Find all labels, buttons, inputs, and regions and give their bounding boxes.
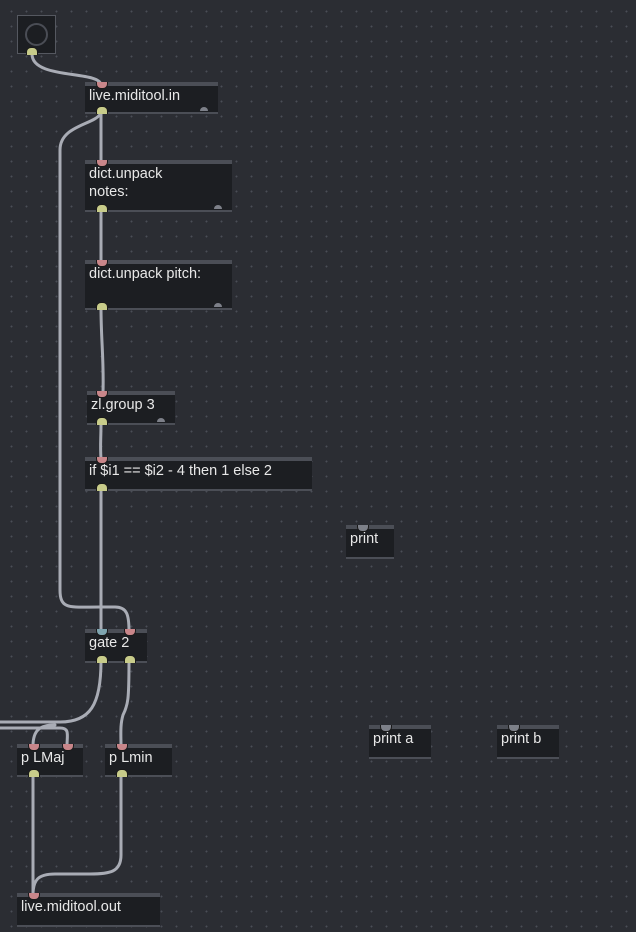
cord-plmaj-inlet-link <box>31 723 57 748</box>
outlet[interactable] <box>96 483 108 491</box>
object-gate[interactable]: gate 2 <box>85 629 147 663</box>
object-label: p Lmin <box>109 750 153 766</box>
object-live-miditool-in[interactable]: live.miditool.in <box>85 82 218 114</box>
object-label: p LMaj <box>21 750 65 766</box>
object-p-lmaj[interactable]: p LMaj <box>17 744 83 777</box>
object-label: gate 2 <box>89 635 130 651</box>
inlet[interactable] <box>508 725 520 732</box>
object-label: print b <box>501 731 542 747</box>
outlet[interactable] <box>28 769 40 777</box>
inlet[interactable] <box>124 629 136 636</box>
object-dict-unpack-notes[interactable]: dict.unpack notes: <box>85 160 232 212</box>
outlet[interactable] <box>96 204 108 212</box>
outlet[interactable] <box>200 107 208 111</box>
object-dict-unpack-pitch[interactable]: dict.unpack pitch: <box>85 260 232 310</box>
outlet[interactable] <box>26 47 38 55</box>
object-print-a[interactable]: print a <box>369 725 431 759</box>
inlet[interactable] <box>380 725 392 732</box>
object-print[interactable]: print <box>346 525 394 559</box>
object-print-b[interactable]: print b <box>497 725 559 759</box>
object-label: if $i1 == $i2 - 4 then 1 else 2 <box>89 463 272 479</box>
inlet[interactable] <box>96 629 108 636</box>
object-label: print a <box>373 731 414 747</box>
inlet[interactable] <box>357 525 369 532</box>
inlet[interactable] <box>28 893 40 900</box>
outlet[interactable] <box>116 769 128 777</box>
object-label: live.miditool.in <box>89 88 181 104</box>
object-label: dict.unpack pitch: <box>89 266 202 282</box>
object-label: dict.unpack notes: <box>89 166 163 200</box>
inlet[interactable] <box>96 391 108 398</box>
bang-button[interactable] <box>17 15 56 55</box>
outlet[interactable] <box>214 303 222 307</box>
cord-gate-out2-to-plmin <box>119 659 131 748</box>
object-live-miditool-out[interactable]: live.miditool.out <box>17 893 160 927</box>
inlet[interactable] <box>96 160 108 167</box>
outlet[interactable] <box>124 655 136 663</box>
inlet[interactable] <box>96 260 108 267</box>
inlet[interactable] <box>62 744 74 751</box>
inlet[interactable] <box>96 457 108 464</box>
outlet[interactable] <box>96 106 108 114</box>
outlet[interactable] <box>96 302 108 310</box>
cord-bang-to-miditool-in <box>30 52 103 87</box>
cord-gate-out1-to-plmaj <box>0 659 103 724</box>
object-label: print <box>350 531 379 547</box>
outlet[interactable] <box>96 655 108 663</box>
object-zl-group[interactable]: zl.group 3 <box>87 391 175 425</box>
inlet[interactable] <box>116 744 128 751</box>
inlet[interactable] <box>28 744 40 751</box>
inlet[interactable] <box>96 82 108 89</box>
object-p-lmin[interactable]: p Lmin <box>105 744 172 777</box>
object-label: live.miditool.out <box>21 899 121 915</box>
object-label: zl.group 3 <box>91 397 155 413</box>
cord-dict-pitch-to-zl-group <box>99 306 105 395</box>
outlet[interactable] <box>157 418 165 422</box>
outlet[interactable] <box>214 205 222 209</box>
outlet[interactable] <box>96 417 108 425</box>
bang-ring-icon <box>25 23 48 46</box>
object-if-expression[interactable]: if $i1 == $i2 - 4 then 1 else 2 <box>85 457 312 491</box>
cord-plmin-to-miditool-out <box>31 773 123 897</box>
